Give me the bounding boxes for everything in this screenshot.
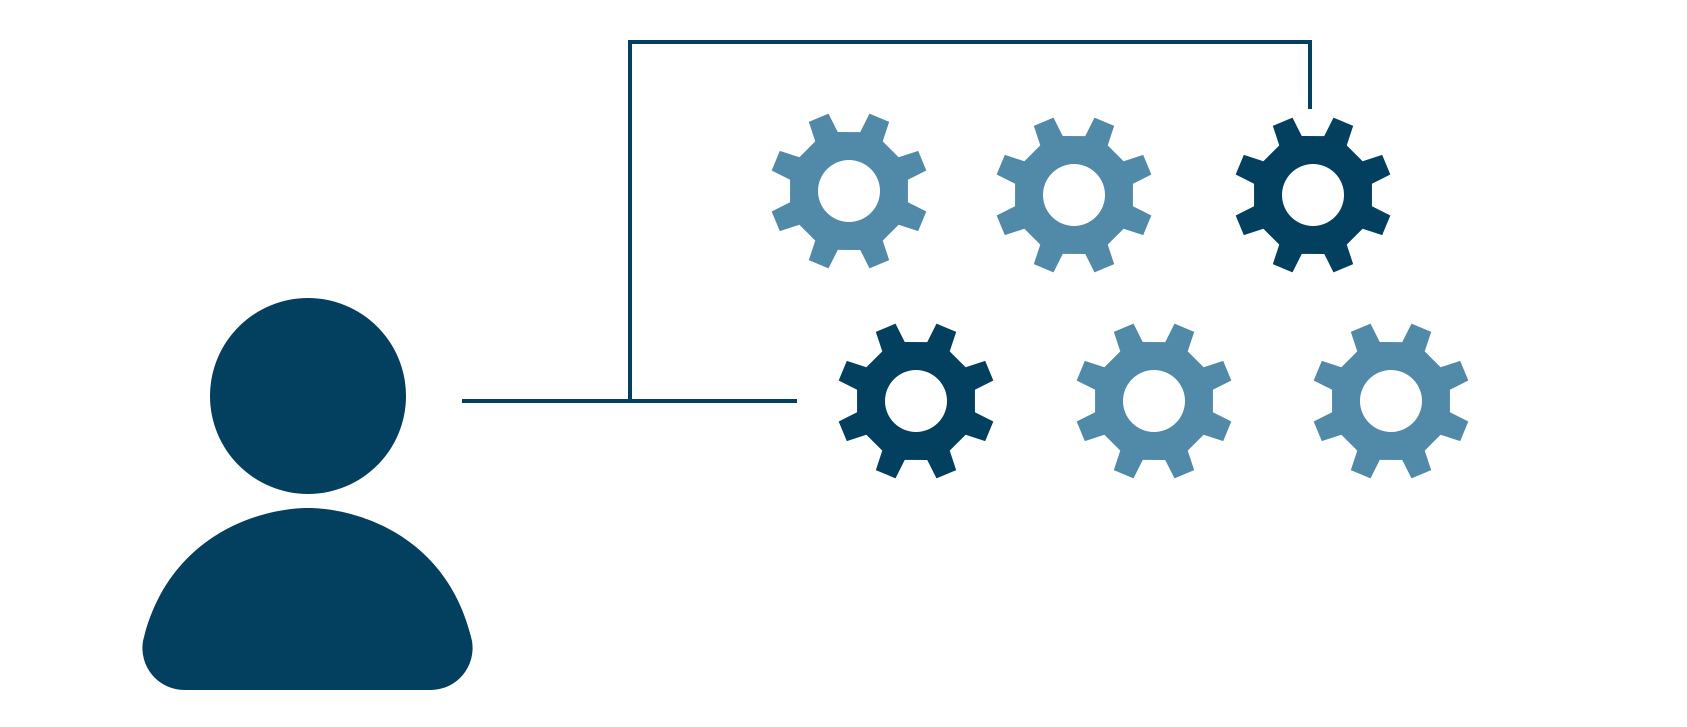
user-icon-body — [142, 508, 473, 691]
gear-icon — [1235, 117, 1391, 273]
gear-icon — [838, 323, 994, 479]
gear-icon — [996, 117, 1152, 273]
gear-icon — [1313, 323, 1469, 479]
gear-icon — [1076, 323, 1232, 479]
user-icon — [142, 298, 473, 691]
connector-branch-to-gear-row1-col3 — [628, 40, 1312, 401]
connector-lines — [462, 40, 1312, 403]
gear-grid — [771, 113, 1469, 479]
gear-icon — [771, 113, 927, 269]
user-icon-head — [210, 298, 406, 494]
